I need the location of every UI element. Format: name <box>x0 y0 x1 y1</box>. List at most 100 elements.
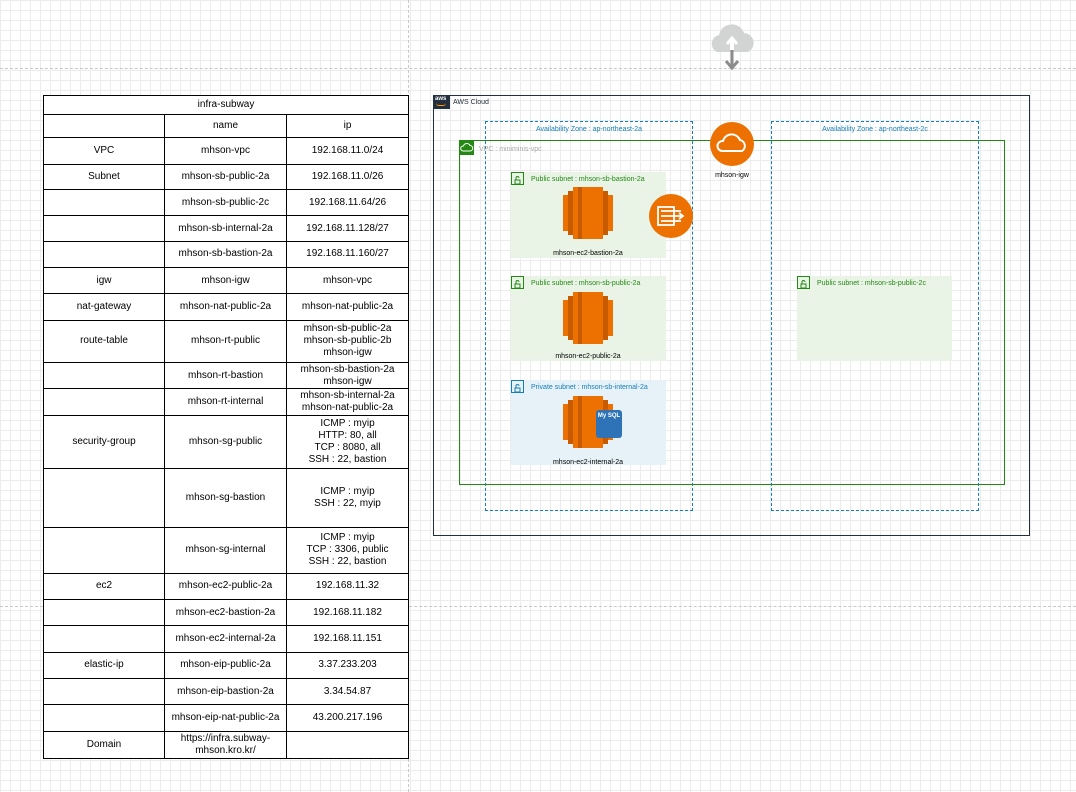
table-cell: mhson-rt-internal <box>164 388 287 416</box>
table-cell: elastic-ip <box>43 651 165 679</box>
igw-caption: mhson-igw <box>715 172 749 179</box>
table-cell: 192.168.11.0/26 <box>285 163 410 191</box>
aws-cloud-group[interactable] <box>433 95 1030 536</box>
table-cell: mhson-sb-bastion-2a <box>164 240 287 269</box>
subnet-public-2a-label: Public subnet : mhson-sb-public-2a <box>531 280 641 287</box>
table-cell: 43.200.217.196 <box>285 704 410 732</box>
availability-zone-2c[interactable] <box>771 121 979 511</box>
table-cell: ICMP : myip SSH : 22, myip <box>285 468 410 529</box>
table-cell <box>43 677 165 706</box>
table-cell: ec2 <box>43 572 165 600</box>
table-cell: mhson-sb-public-2c <box>164 189 287 217</box>
availability-zone-2a[interactable] <box>485 121 693 511</box>
ec2-public-caption: mhson-ec2-public-2a <box>555 353 621 360</box>
aws-logo-icon: aws <box>433 95 450 109</box>
table-cell: mhson-vpc <box>164 137 287 165</box>
aws-cloud-label: AWS Cloud <box>453 99 489 106</box>
table-title-row: infra-subway <box>42 94 410 116</box>
table-cell: ICMP : myip TCP : 3306, public SSH : 22,… <box>285 527 410 574</box>
table-cell <box>43 527 165 574</box>
table-cell <box>43 240 165 269</box>
table-cell: 3.37.233.203 <box>285 651 410 679</box>
table-cell: mhson-nat-public-2a <box>285 293 410 321</box>
internet-gateway-icon[interactable] <box>710 122 754 166</box>
table-cell: 192.168.11.160/27 <box>285 240 410 269</box>
table-cell: mhson-eip-public-2a <box>164 651 287 679</box>
table-header-cell: ip <box>285 114 410 139</box>
subnet-internal-2a-label: Private subnet : mhson-sb-internal-2a <box>531 384 648 391</box>
table-cell <box>43 625 165 653</box>
page-break-bottom <box>0 606 1076 607</box>
subnet-bastion-2a-label: Public subnet : mhson-sb-bastion-2a <box>531 176 645 183</box>
lock-icon <box>511 276 524 289</box>
table-cell: mhson-eip-bastion-2a <box>164 677 287 706</box>
table-cell: ICMP : myip HTTP: 80, all TCP : 8080, al… <box>285 414 410 470</box>
subnet-public-2c-label: Public subnet : mhson-sb-public-2c <box>817 280 926 287</box>
mysql-icon: My SQL <box>596 410 622 438</box>
table-cell: 192.168.11.0/24 <box>285 137 410 165</box>
table-cell: mhson-nat-public-2a <box>164 293 287 321</box>
table-cell <box>43 189 165 217</box>
internet-cloud-icon <box>705 16 759 71</box>
lock-icon <box>511 380 524 393</box>
table-cell: 192.168.11.128/27 <box>285 215 410 242</box>
subnet-public-2c[interactable] <box>797 276 952 361</box>
table-cell: https://infra.subway- mhson.kro.kr/ <box>164 730 287 760</box>
vpc-cloud-icon <box>459 140 474 155</box>
lock-icon <box>511 172 524 185</box>
table-cell: mhson-rt-bastion <box>164 362 287 390</box>
table-cell <box>285 730 410 760</box>
page-break-top <box>0 68 1076 69</box>
table-cell: mhson-vpc <box>285 267 410 295</box>
table-title: infra-subway <box>42 94 410 116</box>
table-cell: mhson-ec2-internal-2a <box>164 625 287 653</box>
table-cell: 192.168.11.32 <box>285 572 410 600</box>
table-cell: mhson-eip-nat-public-2a <box>164 704 287 732</box>
table-cell: mhson-sb-internal-2a mhson-nat-public-2a <box>285 388 410 416</box>
table-cell: mhson-sg-bastion <box>164 468 287 529</box>
table-cell: mhson-rt-public <box>164 319 287 364</box>
table-cell <box>43 388 165 416</box>
table-cell: mhson-sb-internal-2a <box>164 215 287 242</box>
table-cell: route-table <box>43 319 165 364</box>
availability-zone-2c-label: Availability Zone : ap-northeast-2c <box>822 126 928 133</box>
ec2-instance-icon[interactable] <box>563 292 613 344</box>
vpc-label: VPC : miniminis-vpc <box>479 146 542 153</box>
table-header-cell: name <box>164 114 287 139</box>
table-cell: 3.34.54.87 <box>285 677 410 706</box>
table-cell: nat-gateway <box>43 293 165 321</box>
table-cell: 192.168.11.182 <box>285 598 410 627</box>
table-cell: 192.168.11.151 <box>285 625 410 653</box>
ec2-bastion-caption: mhson-ec2-bastion-2a <box>553 250 623 257</box>
table-cell: mhson-sb-public-2a <box>164 163 287 191</box>
table-cell: mhson-igw <box>164 267 287 295</box>
table-cell: mhson-sg-internal <box>164 527 287 574</box>
table-cell <box>43 704 165 732</box>
table-cell: mhson-sb-bastion-2a mhson-igw <box>285 362 410 390</box>
nat-gateway-icon[interactable] <box>649 194 693 238</box>
table-cell: VPC <box>43 137 165 165</box>
table-cell: security-group <box>43 414 165 470</box>
table-header-cell <box>43 114 165 139</box>
ec2-instance-icon[interactable] <box>563 187 613 239</box>
